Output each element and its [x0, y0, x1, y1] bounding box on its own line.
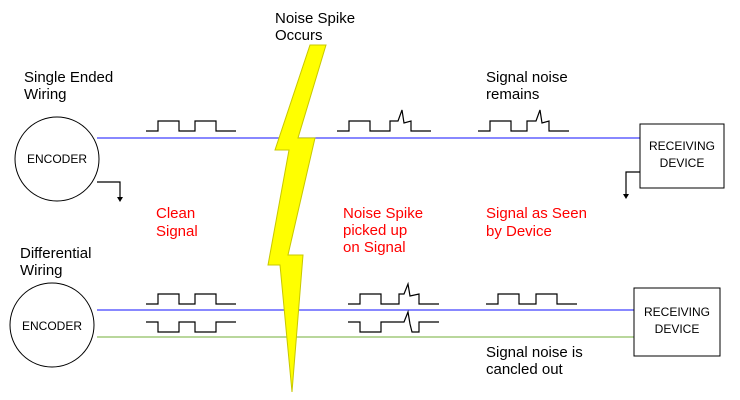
noise-spike-title: Noise Spike [275, 10, 355, 27]
signal-noise-remains-label: Signal noise [486, 69, 568, 86]
receiving-device-label-bottom-line2: DEVICE [655, 322, 700, 336]
receiving-device-label-bottom: RECEIVING [644, 305, 710, 319]
ground-icon-encoder [97, 181, 123, 202]
receiving-device-label-top-line2: DEVICE [660, 156, 705, 170]
encoder-circle-top [14, 116, 100, 202]
differential-label-line2: Wiring [20, 262, 63, 279]
clean-signal-label: Clean [156, 205, 195, 222]
cancelled-waveform-diff [486, 293, 577, 305]
noise-picked-up-label: Noise Spike [343, 205, 423, 222]
single-ended-label-line2: Wiring [24, 86, 67, 103]
noise-remains-waveform-top [478, 109, 569, 132]
encoder-label-bottom: ENCODER [22, 319, 82, 333]
noise-cancelled-label: Signal noise is [486, 344, 583, 361]
lightning-bolt-icon [267, 44, 327, 393]
receiving-device-box-bottom [633, 287, 721, 357]
clean-waveform-diff-negative [146, 321, 236, 333]
ground-icon-receiver [623, 171, 640, 199]
seen-by-device-label-line2: by Device [486, 223, 552, 240]
encoder-label-top: ENCODER [27, 152, 87, 166]
noise-picked-up-label-line3: on Signal [343, 239, 406, 256]
clean-waveform-diff-positive [146, 293, 236, 305]
clean-waveform-top [146, 120, 236, 132]
receiving-device-box-top [639, 123, 725, 189]
signal-noise-remains-label-line2: remains [486, 86, 539, 103]
seen-by-device-label: Signal as Seen [486, 205, 587, 222]
receiving-device-label-top: RECEIVING [649, 139, 715, 153]
encoder-circle-bottom [9, 282, 95, 368]
noisy-waveform-diff-negative [348, 309, 439, 333]
clean-signal-label-line2: Signal [156, 223, 198, 240]
differential-label: Differential [20, 245, 91, 262]
single-ended-label: Single Ended [24, 69, 113, 86]
noise-cancelled-label-line2: cancled out [486, 361, 564, 378]
noisy-waveform-diff-positive [348, 281, 439, 305]
noise-picked-up-label-line2: picked up [343, 222, 407, 239]
noisy-waveform-top [337, 109, 431, 132]
noise-spike-title-line2: Occurs [275, 27, 323, 44]
